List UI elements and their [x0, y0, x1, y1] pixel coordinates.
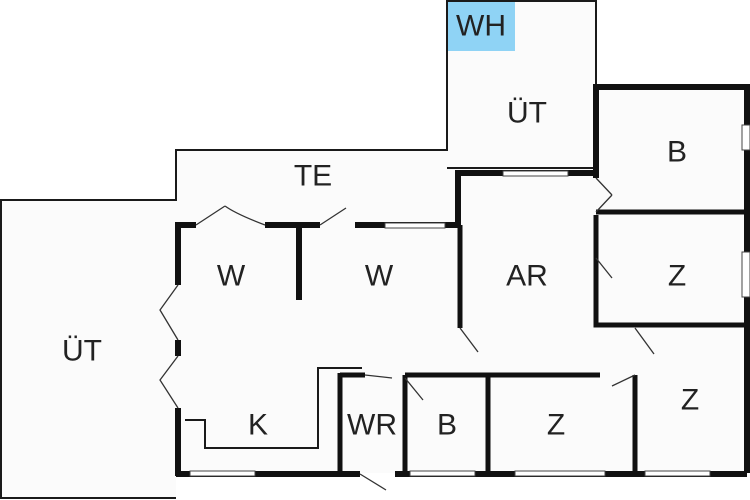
room-label-ut-left: ÜT	[62, 335, 102, 368]
doors	[159, 177, 655, 491]
terrace-outlines	[0, 0, 597, 499]
room-label-ut-top: ÜT	[507, 97, 547, 130]
kitchen-counter	[185, 367, 362, 449]
room-label-wr: WR	[347, 409, 397, 442]
room-label-b-bottom: B	[437, 409, 457, 442]
room-label-ar: AR	[506, 260, 548, 293]
room-label-z-right: Z	[681, 384, 699, 417]
room-label-wh: WH	[456, 10, 506, 43]
room-label-te: TE	[294, 160, 332, 193]
wh-highlight	[447, 1, 515, 51]
room-label-w-left: W	[217, 260, 246, 293]
room-label-k: K	[248, 409, 268, 442]
room-label-z-bottom: Z	[547, 409, 565, 442]
room-label-w-right: W	[365, 260, 394, 293]
room-label-z-mid: Z	[668, 260, 686, 293]
windows	[189, 124, 750, 477]
room-label-b-top: B	[667, 136, 687, 169]
